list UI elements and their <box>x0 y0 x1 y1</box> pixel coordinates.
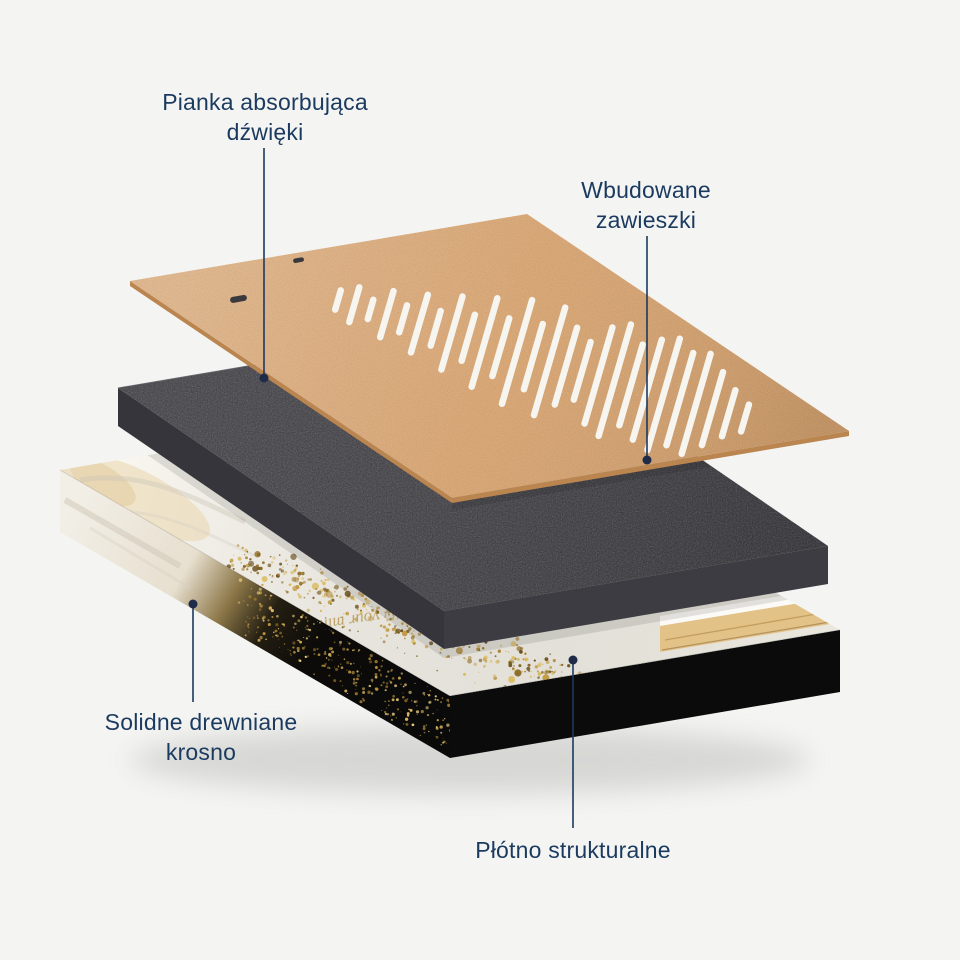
ground-shadow <box>130 726 810 794</box>
foam-side-right <box>444 546 828 649</box>
leader-dot-hangers <box>642 455 652 465</box>
soundwave-cutouts <box>331 284 753 458</box>
leader-dot-frame <box>188 599 198 609</box>
stretcher-bar <box>660 598 830 652</box>
label-canvas-line1: Płótno strukturalne <box>475 837 671 863</box>
leader-dot-foam <box>259 373 269 383</box>
label-foam: Pianka absorbująca dźwięki <box>162 88 368 148</box>
label-hangers-line2: zawieszki <box>595 206 697 233</box>
leader-dot-canvas <box>568 655 578 665</box>
built-in-hanger-mark <box>230 294 247 303</box>
label-hangers: Wbudowane zawieszki <box>581 176 711 236</box>
label-foam-line2: dźwięki <box>226 118 304 145</box>
label-foam-line1: Pianka absorbująca <box>162 89 368 115</box>
foam-side-left <box>118 388 444 649</box>
built-in-hanger-mark <box>293 257 304 263</box>
gold-speckle-side <box>237 578 450 746</box>
leader-lines <box>188 148 652 828</box>
board-edge-left <box>130 281 452 503</box>
label-frame: Solidne drewniane krosno <box>105 708 298 768</box>
label-frame-line2: krosno <box>165 738 237 765</box>
canvas-side-right <box>450 630 840 758</box>
board-edge-right <box>452 431 849 503</box>
label-canvas: Płótno strukturalne <box>475 836 671 866</box>
canvas-side-left <box>60 470 450 758</box>
label-frame-line1: Solidne drewniane <box>104 709 298 735</box>
perforated-board-layer <box>130 214 849 503</box>
label-hangers-line1: Wbudowane <box>581 177 711 203</box>
